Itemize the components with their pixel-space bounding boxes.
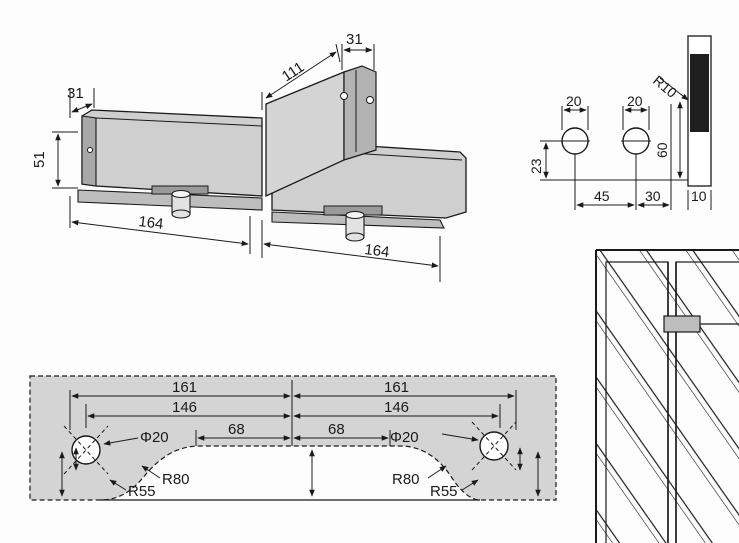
hole-detail-view: 20 20 23 45 30 10 60 R10	[528, 35, 712, 210]
dim-glass-thickness-10: 10	[691, 188, 707, 204]
dim-left-inner-146: 146	[172, 399, 197, 416]
dim-right-r80: R80	[392, 471, 420, 488]
dim-left-thickness-31: 31	[67, 85, 84, 102]
dim-radius-r10: R10	[650, 72, 680, 101]
dim-edge-30: 30	[645, 188, 661, 204]
clamp-3d-view: 51 31 111 31 164 164	[31, 31, 467, 282]
right-knob	[323, 205, 383, 242]
dim-hole-b-20: 20	[627, 93, 643, 109]
patch-fitting	[663, 315, 701, 333]
dim-right-length-164: 164	[364, 241, 391, 261]
dim-spacing-45: 45	[594, 188, 610, 204]
plate-cutout-view: 161 161 146 146 68 68 Φ20 Φ20 R80 R55	[29, 375, 557, 501]
dim-left-hole-phi20: Φ20	[140, 429, 169, 446]
dim-fin-depth-111: 111	[279, 59, 307, 86]
dim-fin-thickness-31: 31	[346, 31, 363, 48]
dim-left-outer-161: 161	[172, 379, 197, 396]
dim-left-r80: R80	[162, 471, 190, 488]
dim-right-flat-68: 68	[328, 421, 345, 438]
dim-right-inner-146: 146	[384, 399, 409, 416]
dim-offset-23: 23	[528, 158, 544, 174]
plate-hole-right	[479, 431, 509, 461]
left-clamp-body	[81, 109, 263, 197]
dim-left-flat-68: 68	[228, 421, 245, 438]
left-knob	[151, 185, 209, 219]
dim-left-length-164: 164	[138, 213, 165, 233]
dim-right-outer-161: 161	[384, 379, 409, 396]
dim-right-hole-phi20: Φ20	[390, 429, 419, 446]
dim-hole-a-20: 20	[566, 93, 582, 109]
dim-left-r55: R55	[128, 483, 156, 500]
dim-right-r55: R55	[430, 483, 458, 500]
door-section-view	[595, 249, 739, 543]
dim-height-51: 51	[31, 151, 48, 168]
plate-body	[29, 375, 557, 501]
dim-glass-height-60: 60	[654, 142, 670, 158]
